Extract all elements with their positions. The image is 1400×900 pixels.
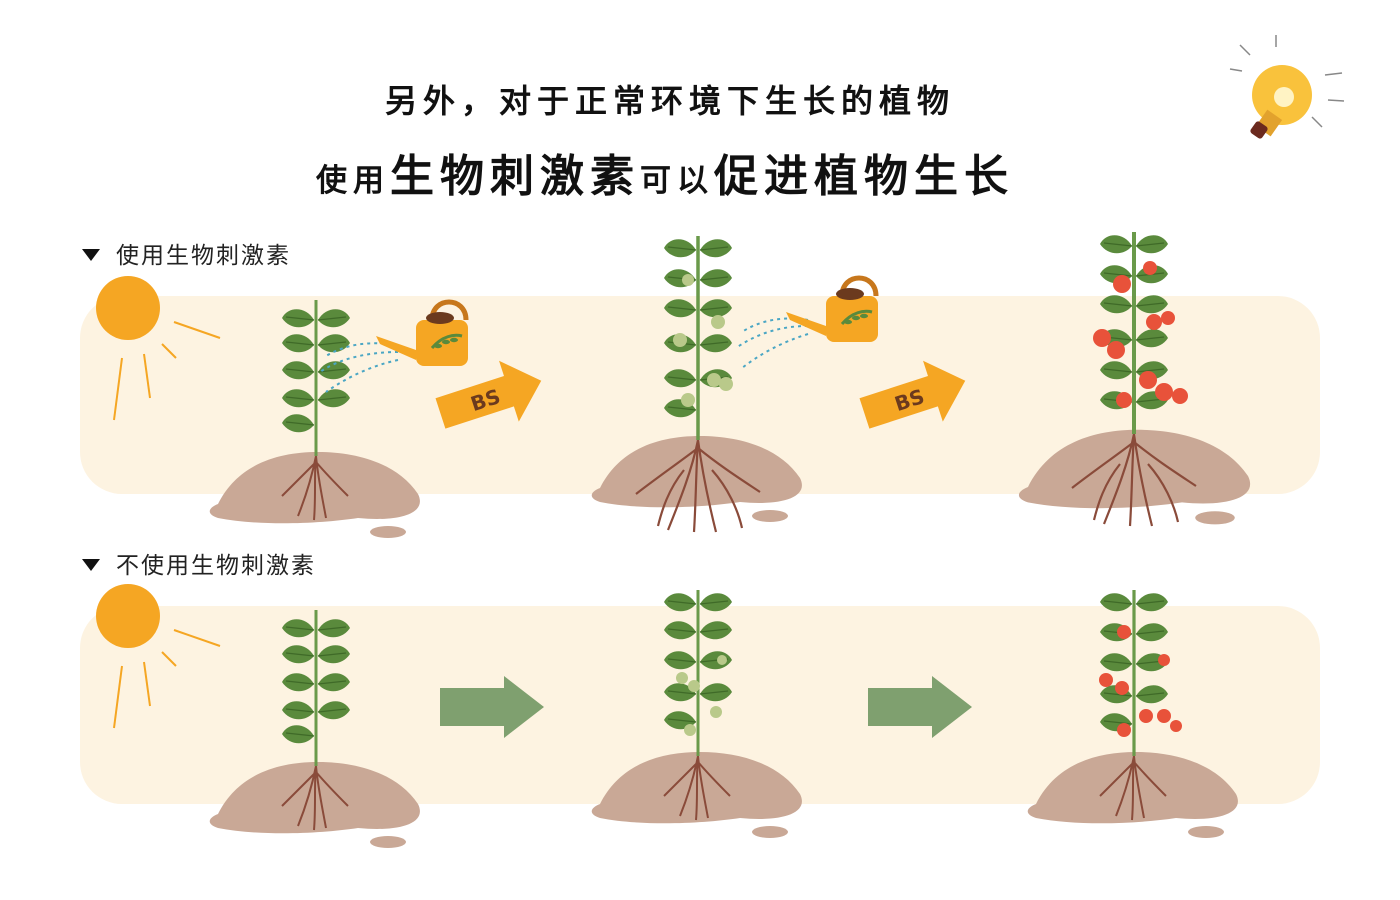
triangle-down-icon [82,248,100,261]
title-part-promote: 促进植物生长 [714,151,1014,202]
title-line-2: 使用生物刺激素可以促进植物生长 [0,140,1330,204]
bs-arrow [435,360,542,429]
triangle-down-icon [82,558,100,571]
bs-arrow [859,360,966,429]
sun-icon [95,275,221,421]
tomato-plant-icon [591,590,802,838]
plain-arrow-head [932,676,972,738]
watering-can-icon [786,278,878,342]
plain-arrow-body [868,688,934,726]
tomato-plant-icon [209,300,420,538]
tomato-plant-icon [1018,232,1251,528]
sun-icon [95,583,221,729]
title-part-biostimulant: 生物刺激素 [390,151,640,202]
tomato-plant-icon [591,236,802,534]
title-part-use: 使用 [316,163,390,199]
watering-can-icon [376,302,468,366]
plain-arrow-head [504,676,544,738]
title-part-can: 可以 [640,163,714,199]
row-label-without-bs: 不使用生物刺激素 [82,546,316,580]
row-label-with-bs: 使用生物刺激素 [82,236,291,270]
title-line-1: 另外，对于正常环境下生长的植物 [384,82,955,120]
plain-arrow-body [440,688,506,726]
tomato-plant-icon [1027,590,1238,838]
tomato-plant-icon [209,610,420,848]
